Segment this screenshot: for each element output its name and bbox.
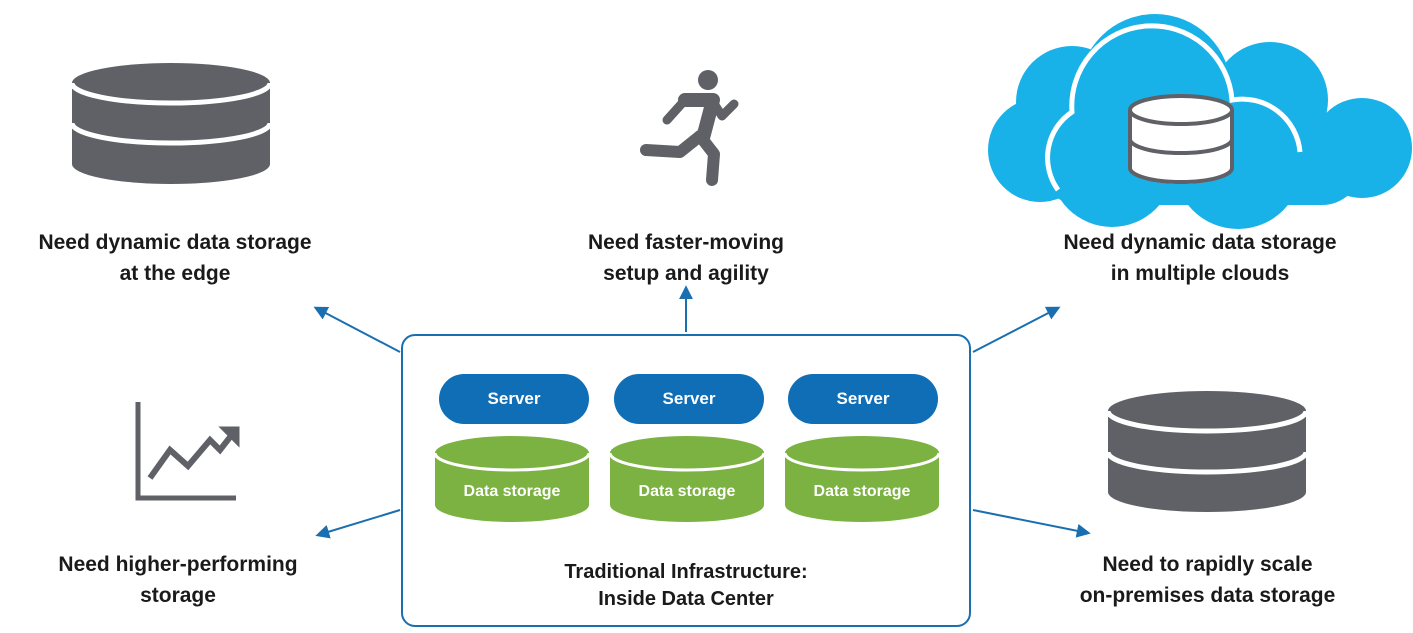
data-storage-3-label: Data storage (813, 483, 911, 500)
arrows (313, 285, 1091, 539)
storage-cylinder-icon (784, 436, 940, 522)
clouds-storage-label: Need dynamic data storage in multiple cl… (1025, 227, 1375, 289)
server-2: Server (614, 374, 764, 424)
data-storage-1-label: Data storage (463, 483, 561, 500)
agility-label-line2: setup and agility (603, 262, 769, 285)
data-storage-2: Data storage (609, 435, 765, 523)
traditional-infrastructure-box (401, 334, 971, 627)
performance-label-line2: storage (140, 584, 216, 607)
arrow-to-performance (315, 509, 401, 539)
cloud-database-icon (988, 14, 1412, 229)
arrow-to-scale (972, 509, 1091, 538)
database-icon (1105, 391, 1309, 512)
performance-label: Need higher-performing storage (28, 549, 328, 611)
storage-cylinder-icon (609, 436, 765, 522)
agility-label-line1: Need faster-moving (587, 231, 785, 254)
infrastructure-title-line2: Inside Data Center (598, 588, 774, 610)
performance-label-line1: Need higher-performing (58, 553, 298, 576)
running-person-icon (640, 70, 739, 186)
data-storage-2-label: Data storage (638, 483, 736, 500)
server-1: Server (439, 374, 589, 424)
scale-label-line1: Need to rapidly scale (1102, 553, 1313, 576)
arrow-to-edge (313, 306, 401, 353)
data-storage-1: Data storage (434, 435, 590, 523)
scale-label-line2: on-premises data storage (1079, 584, 1336, 607)
clouds-storage-label-line1: Need dynamic data storage (1063, 231, 1337, 254)
edge-storage-label-line1: Need dynamic data storage (38, 231, 312, 254)
storage-cylinder-icon (434, 436, 590, 522)
infrastructure-title: Traditional Infrastructure: Inside Data … (401, 559, 971, 613)
scale-label: Need to rapidly scale on-premises data s… (1055, 549, 1360, 611)
database-icon (69, 63, 273, 184)
server-3: Server (788, 374, 938, 424)
arrow-to-clouds (972, 306, 1061, 353)
agility-label: Need faster-moving setup and agility (536, 227, 836, 289)
infrastructure-title-line1: Traditional Infrastructure: (564, 561, 808, 583)
edge-storage-label: Need dynamic data storage at the edge (0, 227, 350, 289)
data-storage-3: Data storage (784, 435, 940, 523)
clouds-storage-label-line2: in multiple clouds (1110, 262, 1290, 285)
rising-chart-icon (135, 402, 240, 501)
edge-storage-label-line2: at the edge (119, 262, 231, 285)
